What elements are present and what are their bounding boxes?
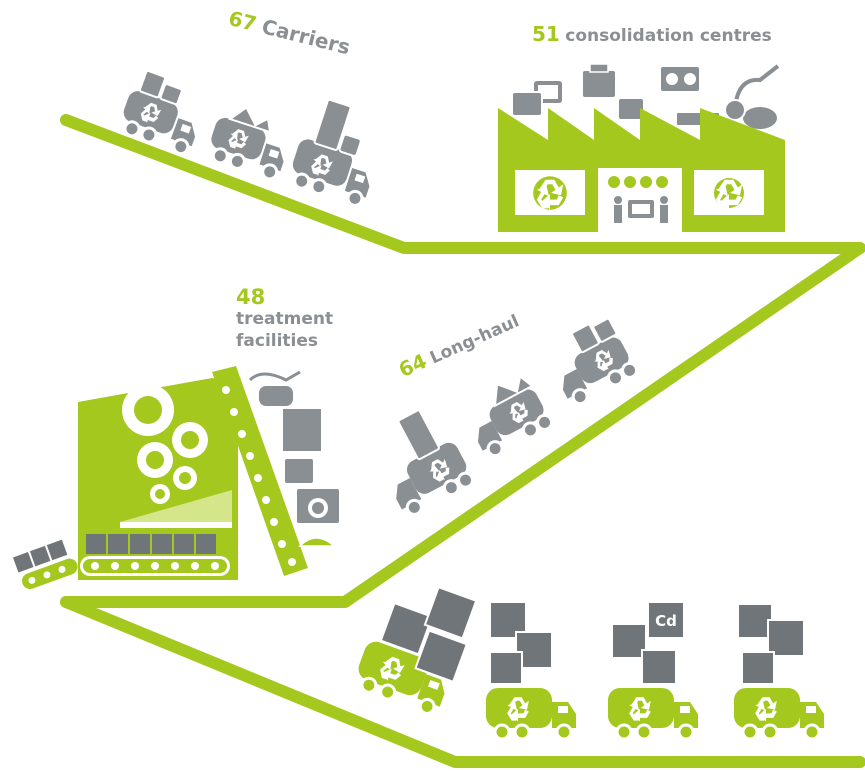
vacuum-icon	[248, 370, 301, 408]
carrier-truck-1	[123, 69, 196, 156]
treatment-count: 48	[236, 285, 266, 309]
carrier-truck-2	[211, 106, 284, 181]
recycle-icon-row	[608, 176, 668, 188]
treatment-label: 48 treatment facilities	[236, 286, 333, 352]
gear-icon	[172, 422, 208, 458]
carrier-truck-3	[292, 98, 370, 207]
longhaul-truck-1	[396, 409, 475, 516]
consolidation-label: 51 consolidation centres	[532, 22, 772, 46]
longhaul-truck-3	[562, 317, 639, 406]
conveyor-icon	[80, 556, 230, 576]
road-3	[60, 596, 865, 768]
gear-icon	[150, 484, 170, 504]
cadmium-label: Cd	[655, 612, 677, 630]
output-truck-1	[358, 585, 478, 715]
sorted-material-boxes	[86, 534, 216, 554]
iron-icon	[298, 537, 336, 547]
consolidation-text: consolidation centres	[565, 26, 772, 46]
longhaul-truck-2	[477, 374, 554, 458]
gear-icon	[122, 384, 174, 436]
gear-icon	[173, 466, 197, 490]
gear-icon	[137, 442, 173, 478]
output-truck-4	[734, 603, 824, 741]
washing-machine-icon	[295, 487, 341, 525]
road-1	[60, 114, 865, 254]
consolidation-count: 51	[532, 22, 560, 46]
printer-icon	[283, 457, 315, 485]
treatment-text-line2: facilities	[236, 331, 319, 351]
outlet-conveyor	[12, 539, 78, 590]
treatment-text-line1: treatment	[236, 309, 334, 329]
output-truck-2	[486, 601, 576, 741]
vacuum-icon	[733, 64, 780, 131]
road-2	[60, 242, 865, 608]
printer-icon	[581, 63, 617, 99]
input-conveyor	[212, 366, 341, 576]
consolidation-centre	[498, 63, 785, 232]
treatment-facility	[78, 378, 238, 580]
output-truck-3: Cd	[608, 601, 698, 741]
people-carrying-tv-icon	[614, 196, 668, 223]
fridge-icon	[281, 407, 323, 453]
radio-icon	[659, 65, 701, 93]
